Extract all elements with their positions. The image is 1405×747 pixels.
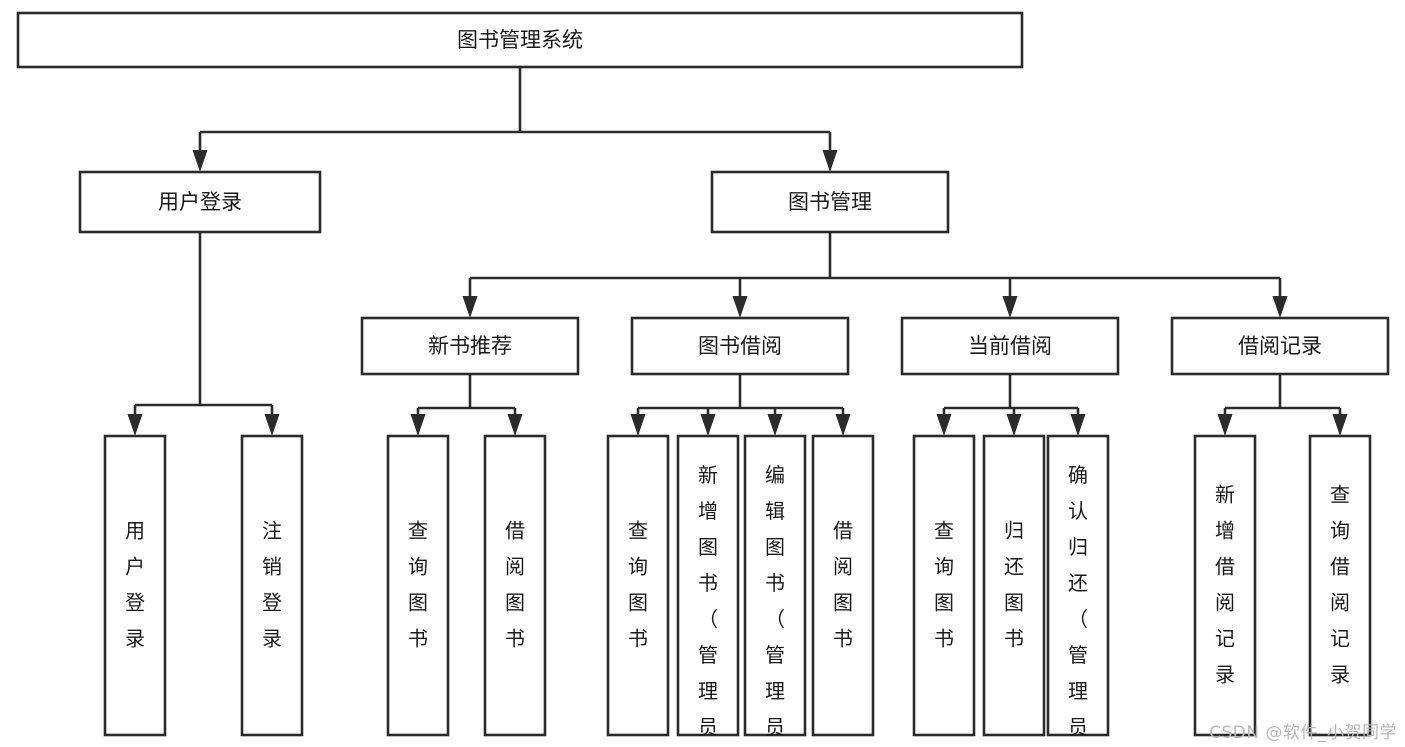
node-borrow-record[interactable]: 借阅记录	[1170, 316, 1390, 376]
connector-group-current-borrow	[936, 374, 1086, 436]
connector-group-book-borrow	[630, 374, 851, 436]
connector-group-new-book-rec	[410, 374, 523, 436]
arrow-head-icon	[1002, 296, 1018, 318]
node-box[interactable]	[78, 170, 322, 234]
arrow-head-icon	[264, 414, 280, 436]
arrow-head-icon	[732, 296, 748, 318]
node-label: 图书管理系统	[457, 28, 583, 52]
node-label: 当前借阅	[968, 334, 1052, 358]
arrow-head-icon	[767, 414, 783, 436]
connectors-layer	[127, 67, 1348, 436]
arrow-head-icon	[700, 414, 716, 436]
node-box[interactable]	[1170, 316, 1390, 376]
node-label: 用户登录	[158, 190, 242, 214]
node-box[interactable]	[982, 434, 1046, 737]
arrow-head-icon	[1006, 414, 1022, 436]
node-leaf-borrow-book-1[interactable]: 借阅图书	[483, 434, 547, 737]
node-label: 查询图书	[934, 518, 954, 650]
arrow-head-icon	[822, 150, 838, 172]
arrow-head-icon	[835, 414, 851, 436]
node-box[interactable]	[483, 434, 547, 737]
node-label: 确认归还（管理员）	[1068, 463, 1088, 747]
node-label: 新增图书（管理员）	[698, 463, 718, 747]
node-leaf-user-logout[interactable]: 注销登录	[240, 434, 304, 737]
node-box[interactable]	[630, 316, 850, 376]
node-leaf-query-book-3[interactable]: 查询图书	[912, 434, 976, 737]
node-current-borrow[interactable]: 当前借阅	[900, 316, 1120, 376]
arrow-head-icon	[127, 414, 143, 436]
node-label: 借阅记录	[1238, 334, 1322, 358]
node-new-book-rec[interactable]: 新书推荐	[360, 316, 580, 376]
node-root[interactable]: 图书管理系统	[16, 11, 1024, 69]
node-box[interactable]	[912, 434, 976, 737]
arrow-head-icon	[462, 296, 478, 318]
node-label: 查询图书	[628, 518, 648, 650]
node-box[interactable]	[103, 434, 167, 737]
node-user-login[interactable]: 用户登录	[78, 170, 322, 234]
node-box[interactable]	[710, 170, 950, 234]
arrow-head-icon	[1070, 414, 1086, 436]
node-label: 编辑图书（管理员）	[765, 463, 785, 747]
node-box[interactable]	[1308, 434, 1372, 737]
node-leaf-return-book[interactable]: 归还图书	[982, 434, 1046, 737]
arrow-head-icon	[410, 414, 426, 436]
node-box[interactable]	[606, 434, 670, 737]
node-label: 图书管理	[788, 190, 872, 214]
node-box[interactable]	[900, 316, 1120, 376]
node-leaf-user-login[interactable]: 用户登录	[103, 434, 167, 737]
node-label: 查询借阅记录	[1330, 482, 1350, 686]
node-label: 借阅图书	[833, 518, 853, 650]
node-book-manage[interactable]: 图书管理	[710, 170, 950, 234]
arrow-head-icon	[936, 414, 952, 436]
node-label: 注销登录	[262, 518, 282, 650]
node-box[interactable]	[743, 434, 807, 737]
nodes-layer: 图书管理系统用户登录图书管理新书推荐图书借阅当前借阅借阅记录用户登录注销登录查询…	[16, 11, 1390, 747]
node-box[interactable]	[1193, 434, 1257, 737]
node-book-borrow[interactable]: 图书借阅	[630, 316, 850, 376]
node-leaf-query-book-2[interactable]: 查询图书	[606, 434, 670, 737]
arrow-head-icon	[630, 414, 646, 436]
node-box[interactable]	[360, 316, 580, 376]
node-leaf-edit-book[interactable]: 编辑图书（管理员）	[743, 434, 807, 747]
node-box[interactable]	[16, 11, 1024, 69]
node-leaf-add-record[interactable]: 新增借阅记录	[1193, 434, 1257, 737]
connector-group-borrow-record	[1217, 374, 1348, 436]
arrow-head-icon	[1332, 414, 1348, 436]
node-box[interactable]	[240, 434, 304, 737]
arrow-head-icon	[192, 150, 208, 172]
node-label: 新书推荐	[428, 334, 512, 358]
node-label: 借阅图书	[505, 518, 525, 650]
node-leaf-query-book-1[interactable]: 查询图书	[386, 434, 450, 737]
node-leaf-query-record[interactable]: 查询借阅记录	[1308, 434, 1372, 737]
connector-group-book-manage	[462, 232, 1288, 318]
node-box[interactable]	[676, 434, 740, 737]
node-label: 新增借阅记录	[1215, 482, 1235, 686]
node-label: 用户登录	[125, 518, 145, 650]
node-leaf-confirm-return[interactable]: 确认归还（管理员）	[1046, 434, 1110, 747]
node-box[interactable]	[386, 434, 450, 737]
node-box[interactable]	[1046, 434, 1110, 737]
node-label: 查询图书	[408, 518, 428, 650]
node-box[interactable]	[811, 434, 875, 737]
node-leaf-borrow-book-2[interactable]: 借阅图书	[811, 434, 875, 737]
connector-group-root	[192, 67, 838, 172]
node-label: 归还图书	[1004, 518, 1024, 650]
connector-group-user-login	[127, 232, 280, 436]
arrow-head-icon	[1272, 296, 1288, 318]
arrow-head-icon	[507, 414, 523, 436]
arrow-head-icon	[1217, 414, 1233, 436]
node-leaf-add-book[interactable]: 新增图书（管理员）	[676, 434, 740, 747]
node-label: 图书借阅	[698, 334, 782, 358]
